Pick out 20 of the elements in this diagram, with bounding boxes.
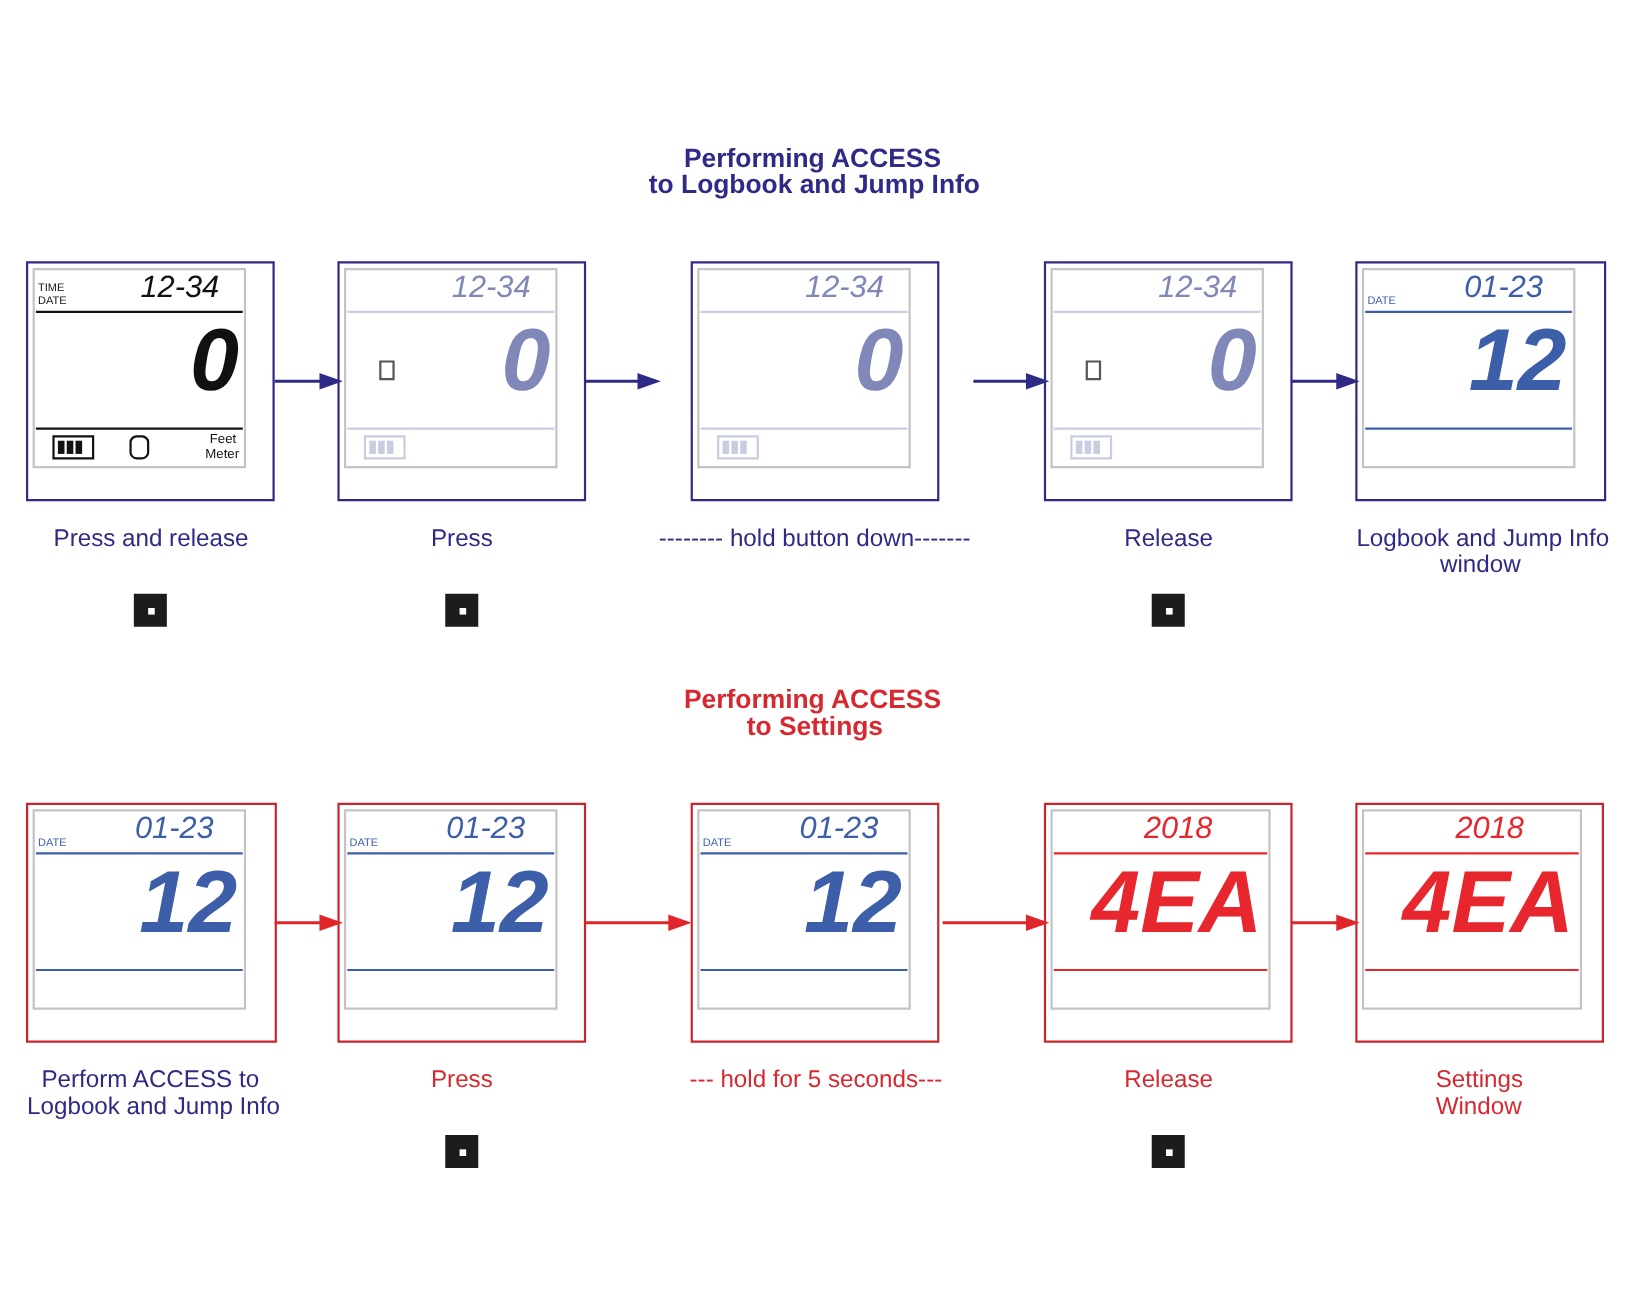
node-label: Perform ACCESS to Logbook and Jump Info bbox=[27, 1064, 280, 1119]
node-label: Settings Window bbox=[1435, 1064, 1524, 1119]
arrow bbox=[973, 372, 1050, 389]
node-label: Release bbox=[1124, 522, 1213, 551]
node-label: --- hold for 5 seconds--- bbox=[689, 1064, 943, 1093]
arrow bbox=[1291, 372, 1360, 389]
node-label: -------- hold button down------- bbox=[658, 522, 971, 551]
label: Performing ACCESS to Logbook and Jump Info bbox=[648, 141, 980, 199]
arrow bbox=[942, 913, 1050, 930]
node-label: Press bbox=[430, 1064, 493, 1093]
arrow bbox=[1291, 913, 1360, 930]
node-label: Logbook and Jump Info window bbox=[1356, 522, 1610, 578]
arrow bbox=[585, 913, 692, 930]
node-label: Press and release bbox=[53, 522, 249, 551]
arrow bbox=[585, 372, 661, 389]
arrow bbox=[274, 372, 343, 389]
node-label: Release bbox=[1124, 1064, 1213, 1093]
label: Performing ACCESS to Settings bbox=[684, 683, 942, 740]
arrow bbox=[274, 913, 343, 930]
node-label: Press bbox=[430, 522, 493, 551]
